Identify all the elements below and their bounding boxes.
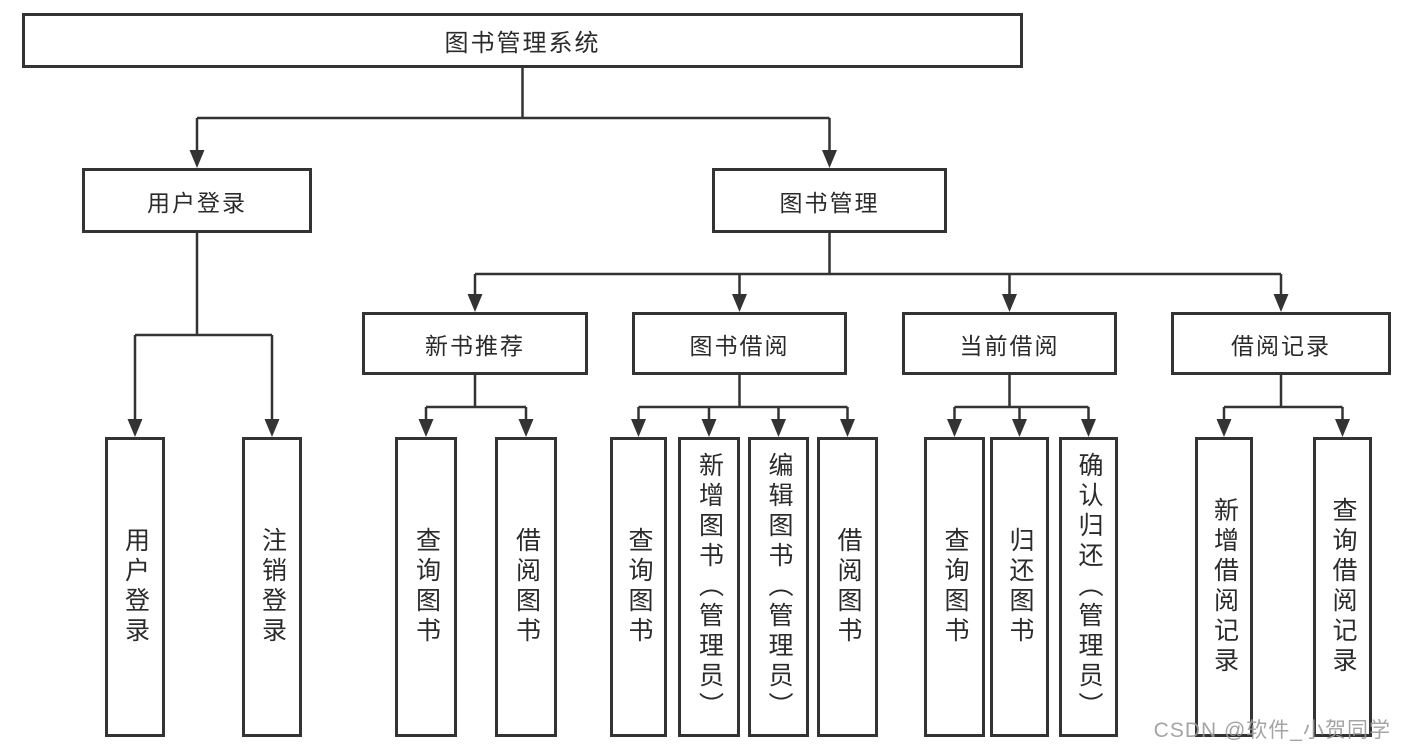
node-label: 新增图书（管理员） xyxy=(695,452,724,722)
leaf-return-books: 归还图书 xyxy=(990,437,1049,737)
node-label: 查询图书 xyxy=(625,527,653,647)
node-current-borrowing: 当前借阅 xyxy=(902,312,1117,375)
node-library-management-system: 图书管理系统 xyxy=(22,13,1023,68)
csdn-watermark: CSDN @软件_小贺同学 xyxy=(1153,719,1391,742)
node-label: 新书推荐 xyxy=(425,332,525,359)
node-label: 编辑图书（管理员） xyxy=(765,452,793,722)
node-label: 图书管理系统 xyxy=(444,30,601,57)
leaf-borrow-books: 借阅图书 xyxy=(817,437,878,737)
leaf-query-books-current: 查询图书 xyxy=(924,437,985,737)
node-label: 查询借阅记录 xyxy=(1329,497,1357,677)
node-book-borrowing: 图书借阅 xyxy=(632,312,847,375)
node-label: 归还图书 xyxy=(1006,527,1034,647)
node-label: 用户登录 xyxy=(147,189,247,216)
node-label: 图书管理 xyxy=(779,189,880,216)
leaf-borrow-books-recommend: 借阅图书 xyxy=(495,437,557,737)
node-label: 新增借阅记录 xyxy=(1210,497,1239,677)
node-label: 查询图书 xyxy=(412,527,441,647)
leaf-add-books-admin: 新增图书（管理员） xyxy=(678,437,740,737)
leaf-logout: 注销登录 xyxy=(242,437,302,737)
node-new-book-recommend: 新书推荐 xyxy=(362,312,588,375)
leaf-add-borrow-record: 新增借阅记录 xyxy=(1195,437,1253,737)
leaf-user-login: 用户登录 xyxy=(105,437,165,737)
node-label: 借阅图书 xyxy=(512,527,541,647)
node-label: 借阅记录 xyxy=(1231,332,1331,359)
node-user-login: 用户登录 xyxy=(82,168,312,233)
node-label: 查询图书 xyxy=(941,527,969,647)
node-label: 用户登录 xyxy=(121,527,150,647)
leaf-edit-books-admin: 编辑图书（管理员） xyxy=(748,437,809,737)
node-book-management: 图书管理 xyxy=(712,168,947,233)
node-borrowing-records: 借阅记录 xyxy=(1171,312,1391,375)
leaf-confirm-return-admin: 确认归还（管理员） xyxy=(1059,437,1118,737)
node-label: 当前借阅 xyxy=(959,332,1060,359)
node-label: 图书借阅 xyxy=(689,332,790,359)
leaf-query-books-recommend: 查询图书 xyxy=(395,437,457,737)
leaf-query-borrow-record: 查询借阅记录 xyxy=(1313,437,1372,737)
node-label: 确认归还（管理员） xyxy=(1075,452,1103,722)
node-label: 注销登录 xyxy=(258,527,287,647)
leaf-query-books-borrow: 查询图书 xyxy=(610,437,667,737)
node-label: 借阅图书 xyxy=(834,527,862,647)
